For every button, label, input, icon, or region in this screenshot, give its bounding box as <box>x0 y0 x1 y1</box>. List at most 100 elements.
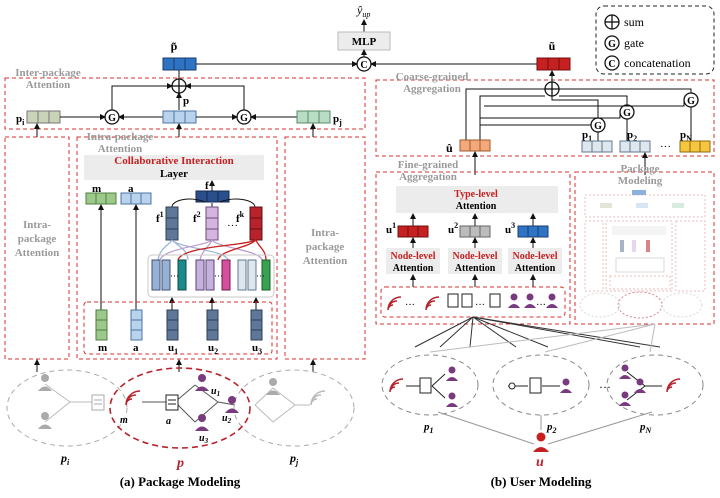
inter-package-box <box>4 77 366 130</box>
intra-package-box-right <box>284 136 366 360</box>
u1-embedding <box>166 309 179 341</box>
item-ellipsis-2: ··· <box>475 300 485 311</box>
m-embedding-top <box>85 192 117 205</box>
gate-user-N: G <box>683 92 699 108</box>
user-icon <box>508 293 558 308</box>
graph-m-label: m <box>120 415 128 426</box>
package-modeling: Inter-package Attention p G G pi <box>4 67 366 489</box>
u1-label: u1 <box>168 342 178 356</box>
gate-icon: G <box>604 35 620 51</box>
bottom-pj-label: pj <box>289 451 299 467</box>
concat-node-top-glyph: C <box>360 60 367 71</box>
document-icon <box>447 293 501 308</box>
intra-right-2: package <box>306 241 345 253</box>
svg-text:G: G <box>687 96 695 107</box>
m-bottom-label: m <box>98 342 107 354</box>
intra-right-3: Attention <box>303 255 348 267</box>
u-sup2-embedding <box>459 225 491 238</box>
collab-layer-box <box>84 155 264 180</box>
intra-right-1: Intra- <box>311 227 339 239</box>
u-sup3-embedding <box>517 225 549 238</box>
svg-text:G: G <box>594 121 602 132</box>
collab-title: Collaborative Interaction <box>114 155 233 167</box>
package-modeling-thumbnail <box>579 190 706 319</box>
coarse-label-2: Aggregation <box>403 83 461 95</box>
inter-package-label-1: Inter-package <box>15 67 81 79</box>
gate-user-1: G <box>590 117 606 133</box>
ellipsis-1: ··· <box>170 271 179 281</box>
graph-pN <box>606 354 704 416</box>
p-i-embedding <box>26 110 61 124</box>
p-tilde-embedding <box>162 57 197 71</box>
sum-node-user <box>544 81 560 97</box>
m-embedding-bottom <box>95 309 108 341</box>
u3-label: u3 <box>252 342 262 356</box>
gate-icon-glyph: G <box>608 39 616 50</box>
mlp-label: MLP <box>352 36 377 48</box>
sum-node-package <box>171 78 187 94</box>
f2-label: f2 <box>193 210 201 225</box>
item-ellipsis-3: ··· <box>536 300 546 311</box>
graph-ellipsis: ··· <box>599 380 611 394</box>
pN-label: pN <box>680 129 692 143</box>
node-level-2: Node-level <box>453 251 498 262</box>
graph-u3-label: u3 <box>199 433 209 445</box>
intra-center-2: Attention <box>98 143 143 155</box>
graph-u2-label: u2 <box>222 413 232 425</box>
node-attn-2: Attention <box>455 263 496 274</box>
node-level-box-1 <box>386 248 440 274</box>
u-hat-embedding <box>459 139 491 152</box>
u-sup3-label: u3 <box>505 221 515 236</box>
intra-left-1: Intra- <box>23 219 51 231</box>
intra-left-3: Attention <box>15 247 60 259</box>
bottom-pi-label: pi <box>60 451 70 467</box>
fk-embedding <box>249 206 263 241</box>
package-modeling-mini-box <box>574 171 715 325</box>
graph-u1-label: u1 <box>211 386 220 398</box>
document-icon <box>419 377 542 394</box>
u2-label: u2 <box>208 342 218 356</box>
inter-package-label-2: Attention <box>26 79 71 91</box>
document-icon <box>91 394 179 411</box>
p1-embedding <box>581 140 613 153</box>
item-row-box <box>380 286 566 318</box>
u-tilde-embedding <box>536 57 571 71</box>
p-ellipsis: ··· <box>660 141 671 153</box>
package-modeling-label-1: Package <box>620 163 659 175</box>
legend-concatenation: concatenation <box>624 56 691 70</box>
u-sup2-label: u2 <box>448 221 458 236</box>
u2-embedding <box>206 309 219 341</box>
bottom-p1-label: p1 <box>423 421 434 435</box>
person-icon <box>38 374 52 429</box>
graph-pi <box>6 369 128 447</box>
bottom-p-label: p <box>176 456 184 471</box>
f-label: f <box>205 180 209 192</box>
bottom-u-label: u <box>536 455 544 470</box>
user-modeling: Coarse-grained Aggregation G G G <box>375 70 715 489</box>
p2-embedding <box>619 140 651 153</box>
interaction-embeddings <box>151 259 271 291</box>
concat-icon: C <box>604 55 620 71</box>
p-embedding-center <box>162 110 197 124</box>
item-ellipsis-1: ··· <box>405 300 415 311</box>
p-j-label: pj <box>333 113 342 127</box>
bottom-pN-label: pN <box>639 421 653 435</box>
m-label: m <box>92 183 101 195</box>
svg-text:G: G <box>108 113 116 124</box>
p2-label: p2 <box>627 129 637 143</box>
caption-user: (b) User Modeling <box>491 474 592 489</box>
wifi-icon <box>387 296 440 311</box>
graph-p <box>109 367 251 449</box>
node-input-box <box>83 301 273 355</box>
node-attn-3: Attention <box>515 263 556 274</box>
coarse-box <box>375 79 715 157</box>
legend-gate: gate <box>624 36 644 50</box>
fine-label-1: Fine-grained <box>398 159 459 171</box>
type-level-attn: Attention <box>456 201 497 212</box>
graph-p2 <box>492 354 590 416</box>
gate-user-2: G <box>619 104 635 120</box>
svg-text:G: G <box>623 108 631 119</box>
user-icon <box>195 374 280 431</box>
